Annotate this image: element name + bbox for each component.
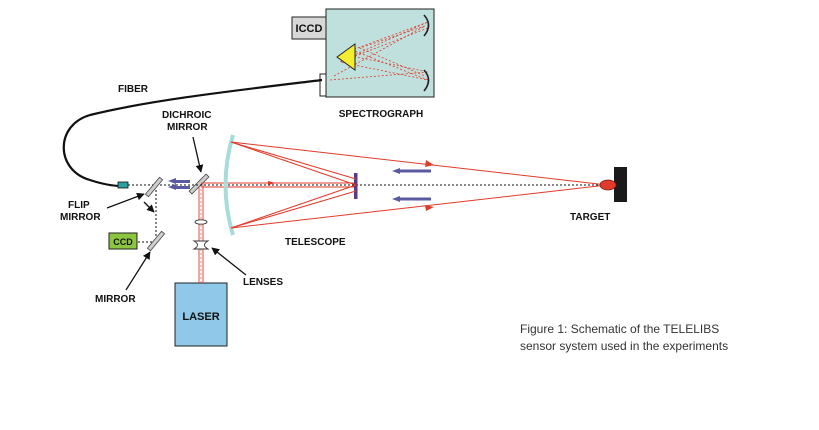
spectrograph-label: SPECTROGRAPH	[339, 109, 423, 120]
mirror-arrow	[125, 251, 151, 291]
mirror-label: MIRROR	[95, 294, 136, 305]
spectrograph: ICCD SPECTROGRAPH	[291, 8, 435, 120]
plasma-spot	[599, 179, 617, 191]
iccd-box	[291, 16, 327, 40]
spectrograph-prism	[336, 43, 356, 71]
ccd-path	[137, 190, 157, 243]
laser-beam-vertical	[198, 184, 204, 283]
beam-arrow-upper	[425, 160, 434, 167]
fiber-label: FIBER	[118, 84, 149, 95]
target-label: TARGET	[570, 212, 610, 223]
caption-line1: Figure 1: Schematic of the TELELIBS	[520, 322, 719, 336]
ccd-label: CCD	[113, 237, 133, 247]
flip-label-line1: FLIP	[68, 200, 90, 211]
laser-label: LASER	[182, 311, 219, 323]
spectrograph-mirror-top	[423, 14, 430, 37]
beam-arrow-lower	[425, 205, 434, 211]
lens-convex	[194, 219, 208, 225]
flip-label-line2: MIRROR	[60, 212, 101, 223]
flip-motion-arrow	[143, 201, 155, 213]
lenses-arrow	[211, 247, 247, 276]
beam-arrow-right	[268, 181, 276, 185]
ccd-box	[108, 232, 138, 250]
dichroic-arrow	[192, 136, 204, 173]
lens-concave	[192, 240, 210, 250]
telescope-label: TELESCOPE	[285, 237, 346, 248]
return-arrows-right	[392, 168, 431, 202]
laser-box	[174, 282, 228, 347]
return-arrows-left	[168, 178, 190, 190]
fiber-coupler	[117, 181, 129, 189]
target-block	[614, 167, 627, 202]
spectrograph-mirror-bottom	[423, 69, 430, 92]
dichroic-label-line1: DICHROIC	[162, 110, 211, 121]
iccd-label: ICCD	[296, 23, 323, 35]
telescope-beams	[230, 141, 608, 229]
dichroic-label-line2: MIRROR	[167, 122, 208, 133]
ccd-mirror	[146, 230, 166, 252]
lenses-label: LENSES	[243, 277, 283, 288]
telescope-secondary-mirror	[354, 173, 358, 199]
optical-fiber	[62, 78, 323, 188]
flip-arrow	[106, 192, 145, 209]
caption-line2: sensor system used in the experiments	[520, 339, 728, 353]
spectrograph-slit	[319, 73, 327, 97]
flip-mirror	[144, 176, 164, 198]
telescope-primary-mirror	[223, 134, 235, 236]
